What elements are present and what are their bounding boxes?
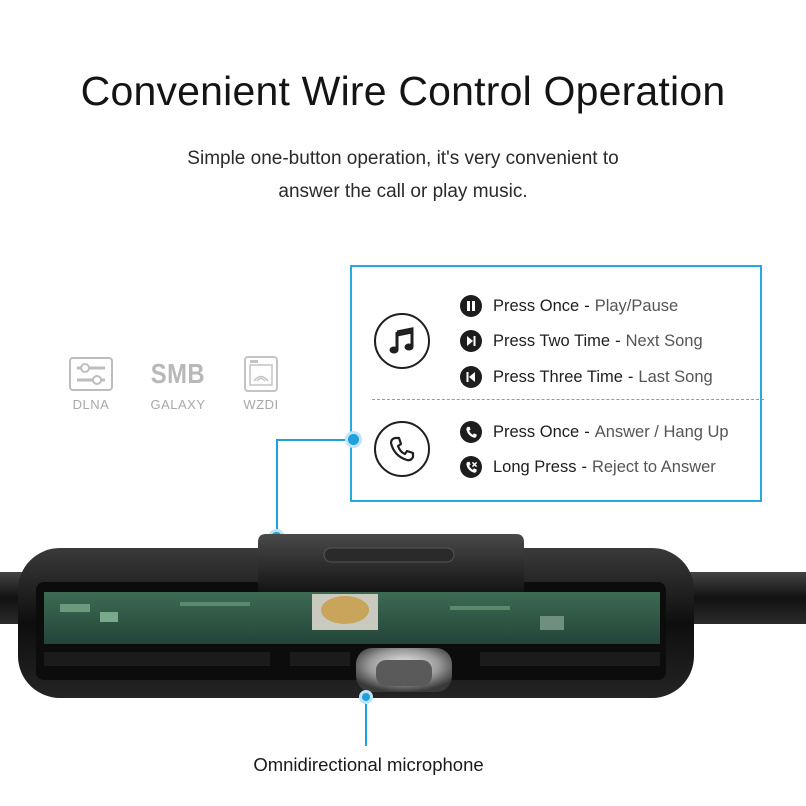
- control-row-reject: Long Press - Reject to Answer: [460, 454, 716, 480]
- mic-callout-line-lower: [365, 720, 367, 746]
- dlna-logo-icon: [56, 356, 126, 392]
- cable-right: [680, 572, 806, 624]
- wzdi-logo-icon: [226, 356, 296, 392]
- control-action: Press Two Time: [493, 331, 611, 350]
- mic-callout-dot: [359, 690, 373, 704]
- control-result: Reject to Answer: [591, 457, 716, 476]
- switch-dome: [321, 596, 369, 624]
- cert-dlna: DLNA: [56, 356, 126, 412]
- control-separator: -: [615, 331, 621, 350]
- pcb-trace: [180, 602, 250, 606]
- pcb-trace: [450, 606, 510, 610]
- control-button: [258, 534, 524, 592]
- control-row-next-song: Press Two Time - Next Song: [460, 328, 703, 354]
- cert-caption: WZDI: [243, 397, 279, 412]
- control-action: Press Once: [493, 296, 580, 315]
- control-row-answer: Press Once - Answer / Hang Up: [460, 419, 729, 445]
- phone-icon: [460, 421, 482, 443]
- control-separator: -: [584, 422, 590, 441]
- music-note-icon: [374, 313, 430, 369]
- pcb-component: [60, 604, 90, 612]
- housing-rib: [290, 652, 350, 666]
- button-callout-line: [276, 439, 278, 535]
- control-action: Long Press: [493, 457, 577, 476]
- pcb-component: [540, 616, 564, 630]
- control-row-play-pause: Press Once - Play/Pause: [460, 293, 678, 319]
- handset-icon: [374, 421, 430, 477]
- page-title: Convenient Wire Control Operation: [80, 68, 726, 114]
- control-action: Press Three Time: [493, 367, 623, 386]
- cert-wzdi: WZDI: [226, 356, 296, 412]
- microphone-label: Omnidirectional microphone: [253, 754, 484, 775]
- cert-caption: GALAXY: [150, 397, 206, 412]
- control-row-last-song: Press Three Time - Last Song: [460, 364, 713, 390]
- pcb-component: [100, 612, 118, 622]
- smb-logo-icon: SMB: [143, 356, 213, 392]
- control-separator: -: [627, 367, 634, 386]
- housing-rib: [44, 652, 270, 666]
- control-result: Answer / Hang Up: [594, 422, 729, 441]
- page-subtitle: Simple one-button operation, it's very c…: [0, 142, 806, 208]
- control-result: Next Song: [625, 331, 703, 350]
- subtitle-line-1: Simple one-button operation, it's very c…: [187, 148, 619, 169]
- reject-call-icon: [460, 456, 482, 478]
- mic-callout-line: [365, 692, 367, 720]
- button-callout-line-horizontal: [276, 439, 352, 441]
- box-divider: [372, 399, 764, 400]
- previous-track-icon: [460, 366, 482, 388]
- cert-galaxy: SMB GALAXY: [143, 356, 213, 412]
- control-action: Press Once: [493, 422, 580, 441]
- control-result: Last Song: [638, 367, 713, 386]
- control-separator: -: [581, 457, 587, 476]
- pause-icon: [460, 295, 482, 317]
- inline-remote-illustration: [0, 534, 806, 720]
- housing-rib: [480, 652, 660, 666]
- smb-logo-text: SMB: [150, 358, 206, 389]
- subtitle-line-2: answer the call or play music.: [278, 181, 528, 202]
- control-separator: -: [584, 296, 590, 315]
- cert-caption: DLNA: [72, 397, 110, 412]
- control-result: Play/Pause: [594, 296, 679, 315]
- box-callout-dot: [348, 434, 359, 445]
- next-track-icon: [460, 330, 482, 352]
- button-groove: [323, 547, 455, 563]
- microphone-capsule-inner: [376, 660, 432, 686]
